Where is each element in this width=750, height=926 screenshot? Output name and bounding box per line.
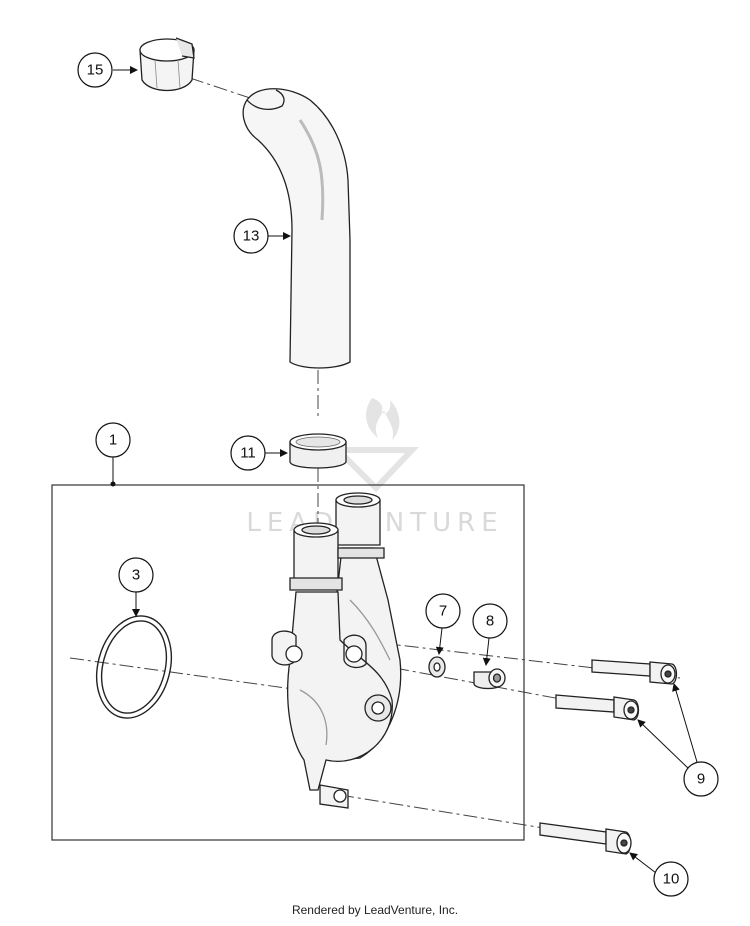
callout-1-label: 1 bbox=[109, 432, 117, 449]
callout-10-label: 10 bbox=[663, 871, 680, 888]
part-7-washer bbox=[428, 656, 446, 678]
part-9-screw-lower bbox=[555, 694, 640, 721]
callout-7-label: 7 bbox=[439, 603, 447, 620]
footer-credit: Rendered by LeadVenture, Inc. bbox=[291, 903, 459, 917]
callout-15-label: 15 bbox=[87, 62, 104, 79]
callout-13: 13 bbox=[233, 218, 269, 254]
callout-9: 9 bbox=[683, 761, 719, 797]
kit-box-anchor-dot bbox=[110, 481, 116, 487]
callout-3: 3 bbox=[118, 557, 154, 593]
callout-1: 1 bbox=[95, 422, 131, 458]
callout-9-label: 9 bbox=[697, 771, 705, 788]
part-8-plug-screw bbox=[473, 668, 506, 690]
part-13-coolant-hose bbox=[242, 88, 351, 369]
leader-lines bbox=[112, 66, 698, 874]
callout-13-label: 13 bbox=[243, 228, 260, 245]
part-10-screw bbox=[539, 822, 632, 855]
callout-11: 11 bbox=[230, 435, 266, 471]
callout-10: 10 bbox=[653, 861, 689, 897]
part-9-screw-upper bbox=[591, 659, 678, 685]
callout-15: 15 bbox=[77, 52, 113, 88]
watermark-logo bbox=[330, 398, 419, 493]
part-11-ring bbox=[289, 433, 347, 469]
callout-8-label: 8 bbox=[486, 613, 494, 630]
kit-box-outline bbox=[51, 484, 525, 841]
callout-11-label: 11 bbox=[240, 445, 256, 462]
part-15-hose-clamp bbox=[139, 37, 195, 92]
part-3-o-ring bbox=[96, 615, 172, 719]
callout-7: 7 bbox=[425, 593, 461, 629]
part-1-water-pump-housing bbox=[271, 492, 402, 809]
callout-3-label: 3 bbox=[132, 567, 140, 584]
callout-8: 8 bbox=[472, 603, 508, 639]
